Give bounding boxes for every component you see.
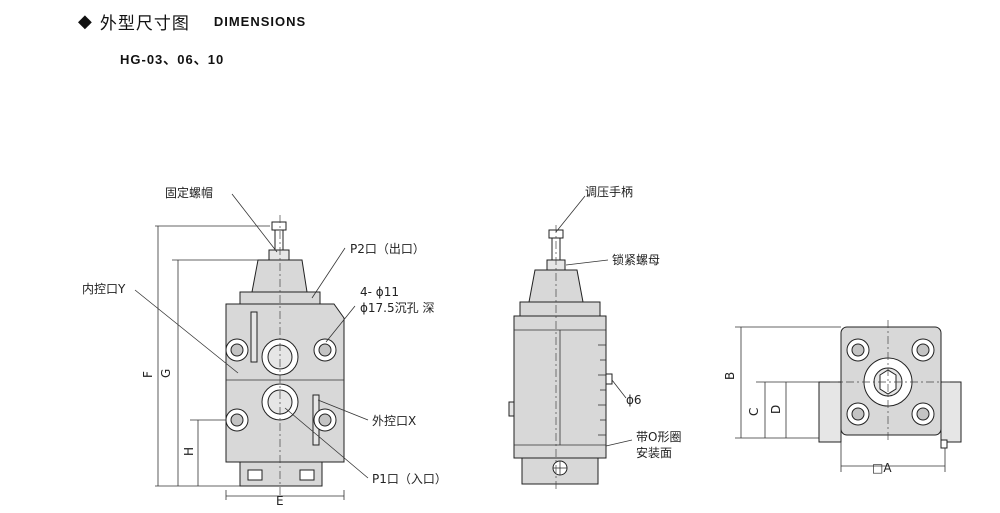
dim-h: H — [182, 447, 196, 456]
label-oring-line1: 带O形圈 — [636, 430, 681, 444]
front-screw-stem — [274, 229, 284, 253]
model-numbers: HG-03、06、10 — [120, 52, 225, 67]
dim-b: B — [723, 372, 737, 380]
label-p1-port: P1口（入口） — [372, 472, 447, 486]
side-shoulder — [519, 301, 601, 317]
side-mounting-face-ticks — [598, 344, 606, 436]
front-slot-left — [250, 311, 258, 363]
label-side-lock-nut: 锁紧螺母 — [612, 252, 660, 267]
bottom-right-ear — [940, 381, 962, 443]
label-handle: 调压手柄 — [585, 185, 633, 199]
section-header: ◆ 外型尺寸图 DIMENSIONS — [78, 6, 306, 36]
dim-c: C — [747, 408, 761, 416]
front-leaders — [134, 193, 369, 479]
label-external-pilot: 外控口X — [372, 414, 416, 428]
front-bolt-holes — [225, 338, 337, 432]
bottom-dimensions: B C D □A — [723, 326, 946, 475]
dim-f: F — [141, 371, 155, 378]
label-internal-pilot: 内控口Y — [82, 282, 126, 296]
title-english: DIMENSIONS — [213, 13, 307, 29]
label-p2-port: P2口（出口） — [350, 242, 425, 256]
bottom-view: B C D □A — [723, 320, 962, 475]
side-view: 调压手柄 锁紧螺母 ϕ6 带O形圈 安装面 — [508, 185, 681, 492]
label-oring-line2: 安装面 — [636, 445, 672, 460]
diamond-bullet-icon: ◆ — [78, 10, 92, 32]
dim-g: G — [159, 369, 173, 378]
side-plug — [508, 401, 515, 417]
title-chinese: 外型尺寸图 — [99, 13, 190, 34]
front-bonnet — [251, 259, 308, 293]
label-pin: ϕ6 — [626, 393, 642, 407]
front-view: F G H E 固定螺帽 P2口（出口） 4- ϕ11 ϕ17.5沉孔 深 内控… — [82, 185, 447, 508]
label-bolt-holes: 4- ϕ11 — [360, 285, 399, 299]
front-main-body — [225, 303, 345, 463]
front-screw-cap — [271, 221, 287, 231]
dim-e: E — [276, 494, 284, 508]
bottom-left-ear — [818, 381, 842, 443]
front-lock-nut — [268, 249, 290, 261]
dim-a: □A — [872, 461, 892, 475]
bottom-bolt-holes — [846, 338, 935, 426]
front-dimensions: F G H E — [141, 225, 345, 508]
side-leaders — [555, 195, 633, 447]
label-lock-nut: 固定螺帽 — [165, 185, 213, 200]
dim-d: D — [769, 405, 783, 414]
side-pin — [605, 373, 613, 385]
label-counterbore: ϕ17.5沉孔 深 — [360, 301, 434, 315]
